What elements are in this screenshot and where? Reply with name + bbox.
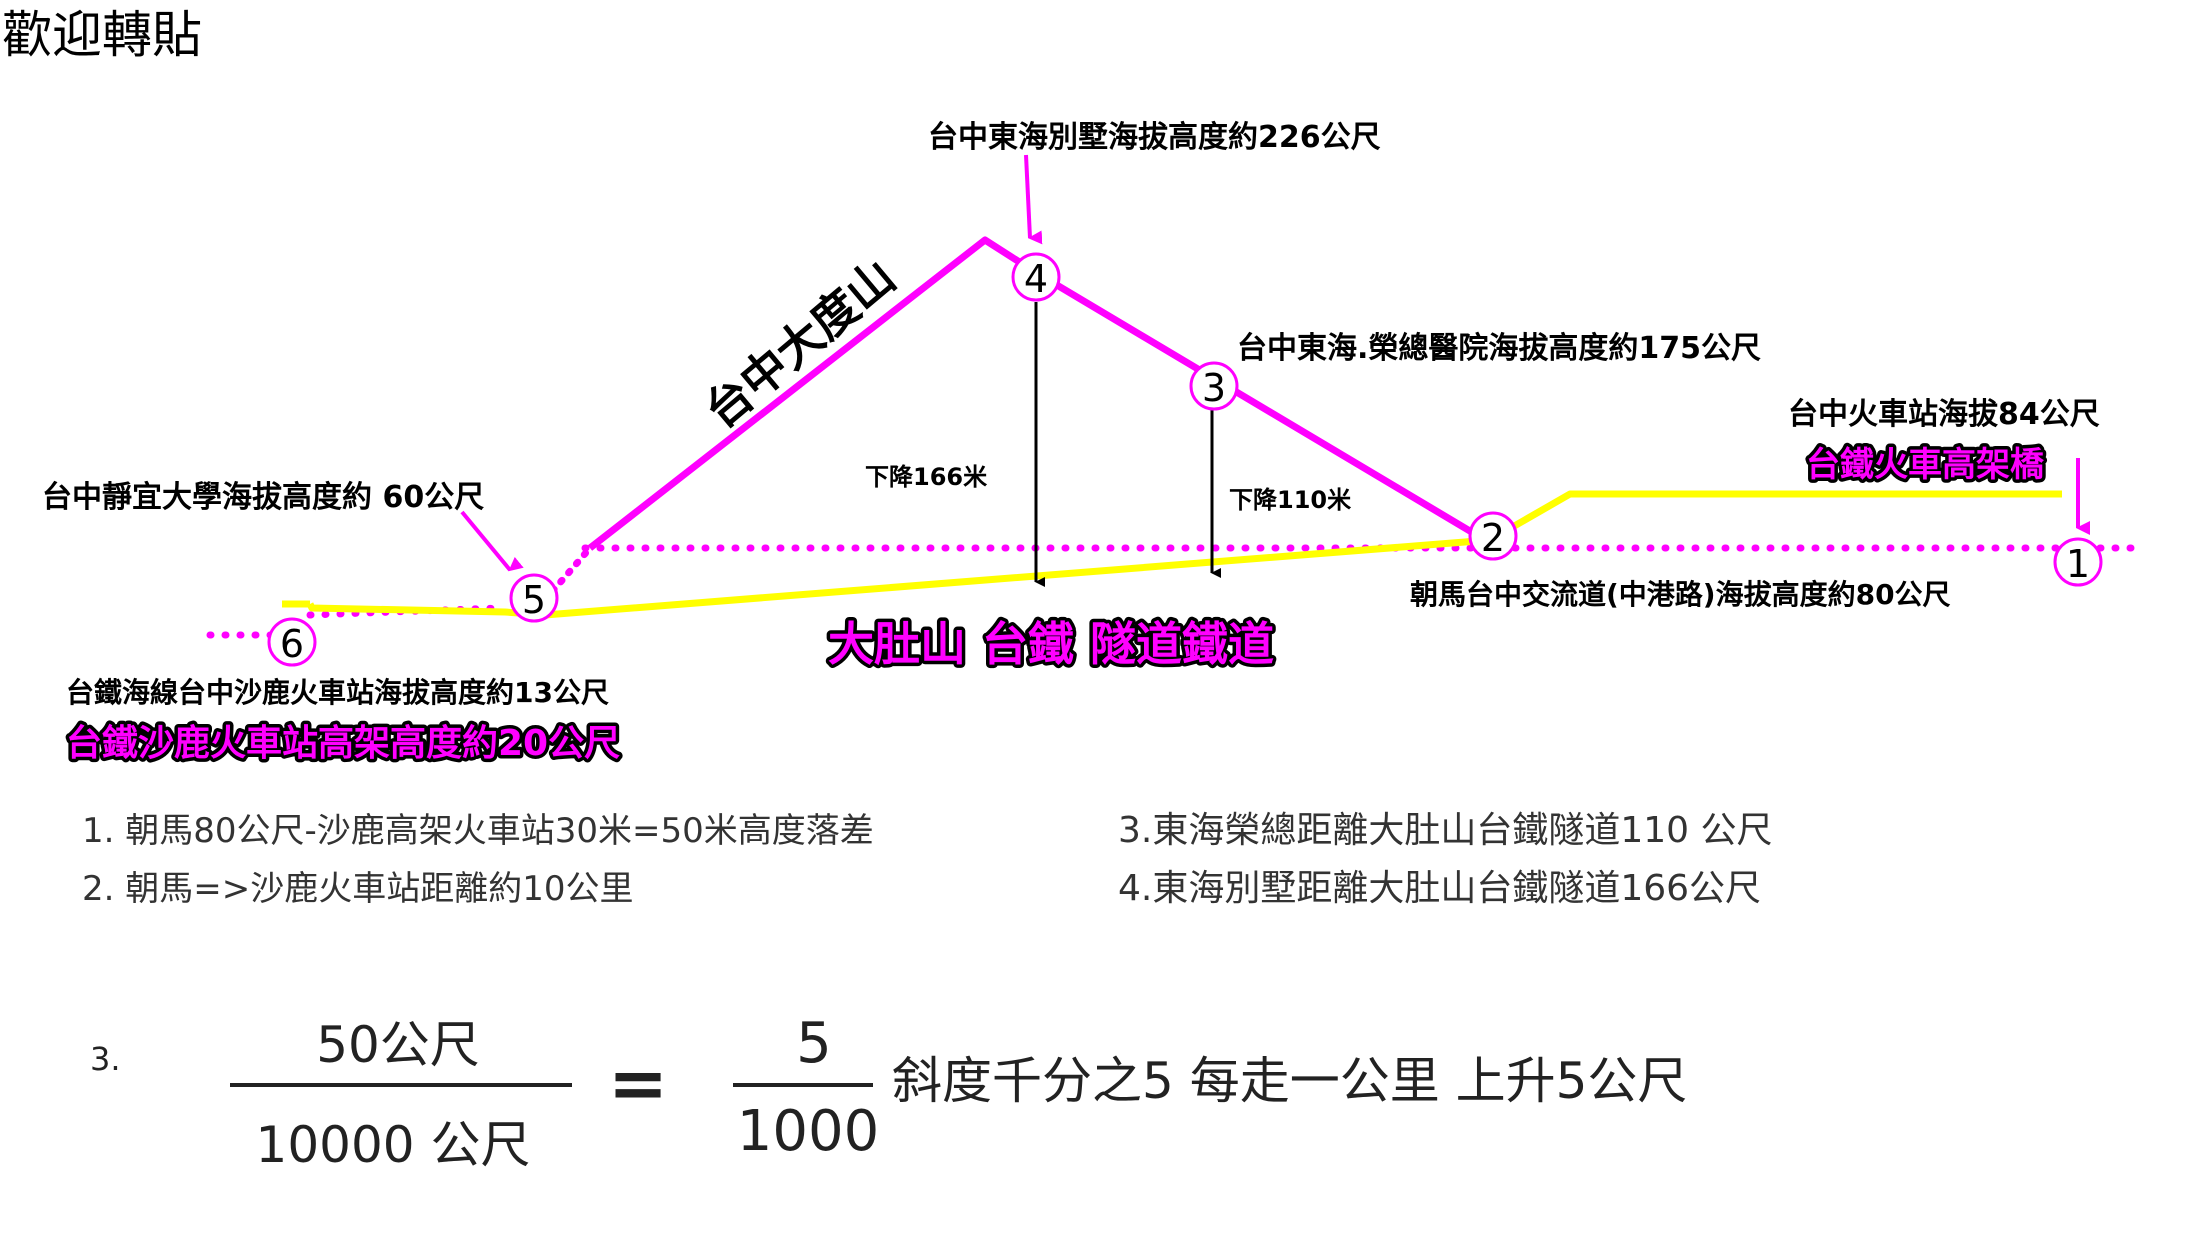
taichung-station-label: 台中火車站海拔84公尺 (1788, 397, 2100, 432)
shalu-station-label: 台鐵海線台中沙鹿火車站海拔高度約13公尺 (66, 676, 609, 709)
point-2-marker: 2 (1468, 511, 1518, 561)
note-1: 1. 朝馬80公尺-沙鹿高架火車站30米=50米高度落差 (82, 811, 874, 851)
point-2-number: 2 (1481, 516, 1505, 560)
point-4-marker: 4 (1011, 252, 1061, 302)
jingyi-university-label: 台中靜宜大學海拔高度約 60公尺 (42, 480, 484, 515)
tunghai-hospital-label: 台中東海.榮總醫院海拔高度約175公尺 (1237, 331, 1761, 366)
drop-166-label: 下降166米 (865, 463, 987, 491)
note-4: 4.東海別墅距離大肚山台鐵隧道166公尺 (1118, 868, 1761, 909)
formula-denominator-1: 10000 公尺 (256, 1116, 531, 1174)
tunghai-villa-label: 台中東海別墅海拔高度約226公尺 (928, 120, 1381, 155)
point-3-number: 3 (1202, 366, 1226, 410)
formula-numerator-1: 50公尺 (316, 1016, 480, 1074)
point-6-marker: 6 (267, 617, 317, 667)
formula-numerator-2: 5 (796, 1011, 832, 1076)
point-5-number: 5 (522, 578, 546, 622)
tadu-mountain-label: 台中大度山 (694, 249, 905, 438)
tra-viaduct-label: 台鐵火車高架橋 (1806, 445, 2044, 485)
villa-pointer-arrow (1024, 154, 1043, 245)
point-6-number: 6 (280, 622, 304, 666)
lower-dotted-line (206, 604, 504, 639)
watermark-title: 歡迎轉貼 (2, 6, 202, 64)
note-3: 3.東海榮總距離大肚山台鐵隧道110 公尺 (1118, 810, 1773, 851)
point-1-marker: 1 (2053, 537, 2103, 587)
point-3-marker: 3 (1189, 361, 1239, 411)
chaoma-interchange-label: 朝馬台中交流道(中港路)海拔高度約80公尺 (1410, 578, 1951, 611)
point-1-number: 1 (2066, 542, 2090, 586)
formula-denominator-2: 1000 (737, 1099, 880, 1164)
jingyi-pointer-arrow (460, 510, 524, 572)
shalu-viaduct-label: 台鐵沙鹿火車站高架高度約20公尺 (66, 723, 620, 764)
point-4-number: 4 (1024, 257, 1048, 301)
point-5-marker: 5 (509, 573, 559, 623)
formula-index: 3. (90, 1040, 121, 1078)
mountain-profile-line (587, 236, 1487, 551)
note-2: 2. 朝馬=>沙鹿火車站距離約10公里 (82, 869, 634, 909)
formula-equals: = (608, 1041, 668, 1125)
tunnel-label: 大肚山 台鐵 隧道鐵道 (828, 617, 1274, 671)
drop-110-label: 下降110米 (1229, 486, 1351, 514)
formula-result: 斜度千分之5 每走一公里 上升5公尺 (892, 1052, 1687, 1110)
